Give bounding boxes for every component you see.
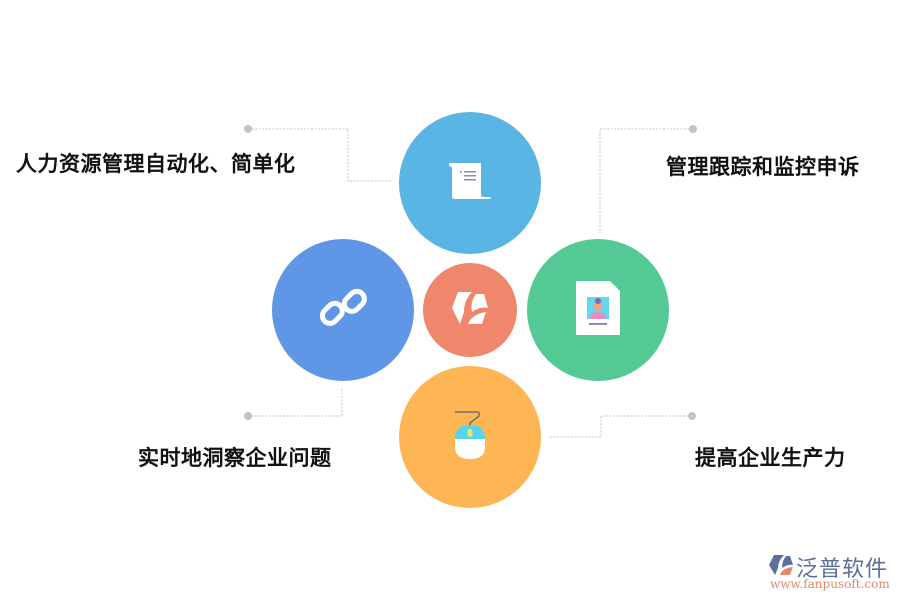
brand-leaf-icon [450, 290, 490, 330]
node-left-circle [272, 239, 414, 381]
node-top-circle [399, 112, 541, 254]
label-bottom-left: 实时地洞察企业问题 [138, 446, 332, 470]
computer-mouse-icon [453, 409, 487, 465]
node-bottom-circle [399, 366, 541, 508]
id-card-document-icon [576, 281, 620, 339]
node-right-circle [527, 239, 669, 381]
hub-circle [423, 263, 517, 357]
label-bottom-right: 提高企业生产力 [695, 446, 846, 470]
logo-mark-icon [768, 554, 794, 580]
brand-logo: 泛普软件 www.fanpusoft.com [766, 548, 896, 596]
logo-url: www.fanpusoft.com [770, 577, 890, 591]
chain-link-icon [315, 280, 371, 340]
label-top-right: 管理跟踪和监控申诉 [666, 155, 860, 179]
logo-name: 泛普软件 [796, 557, 889, 582]
scroll-document-icon [447, 161, 493, 205]
label-top-left: 人力资源管理自动化、简单化 [16, 152, 296, 176]
